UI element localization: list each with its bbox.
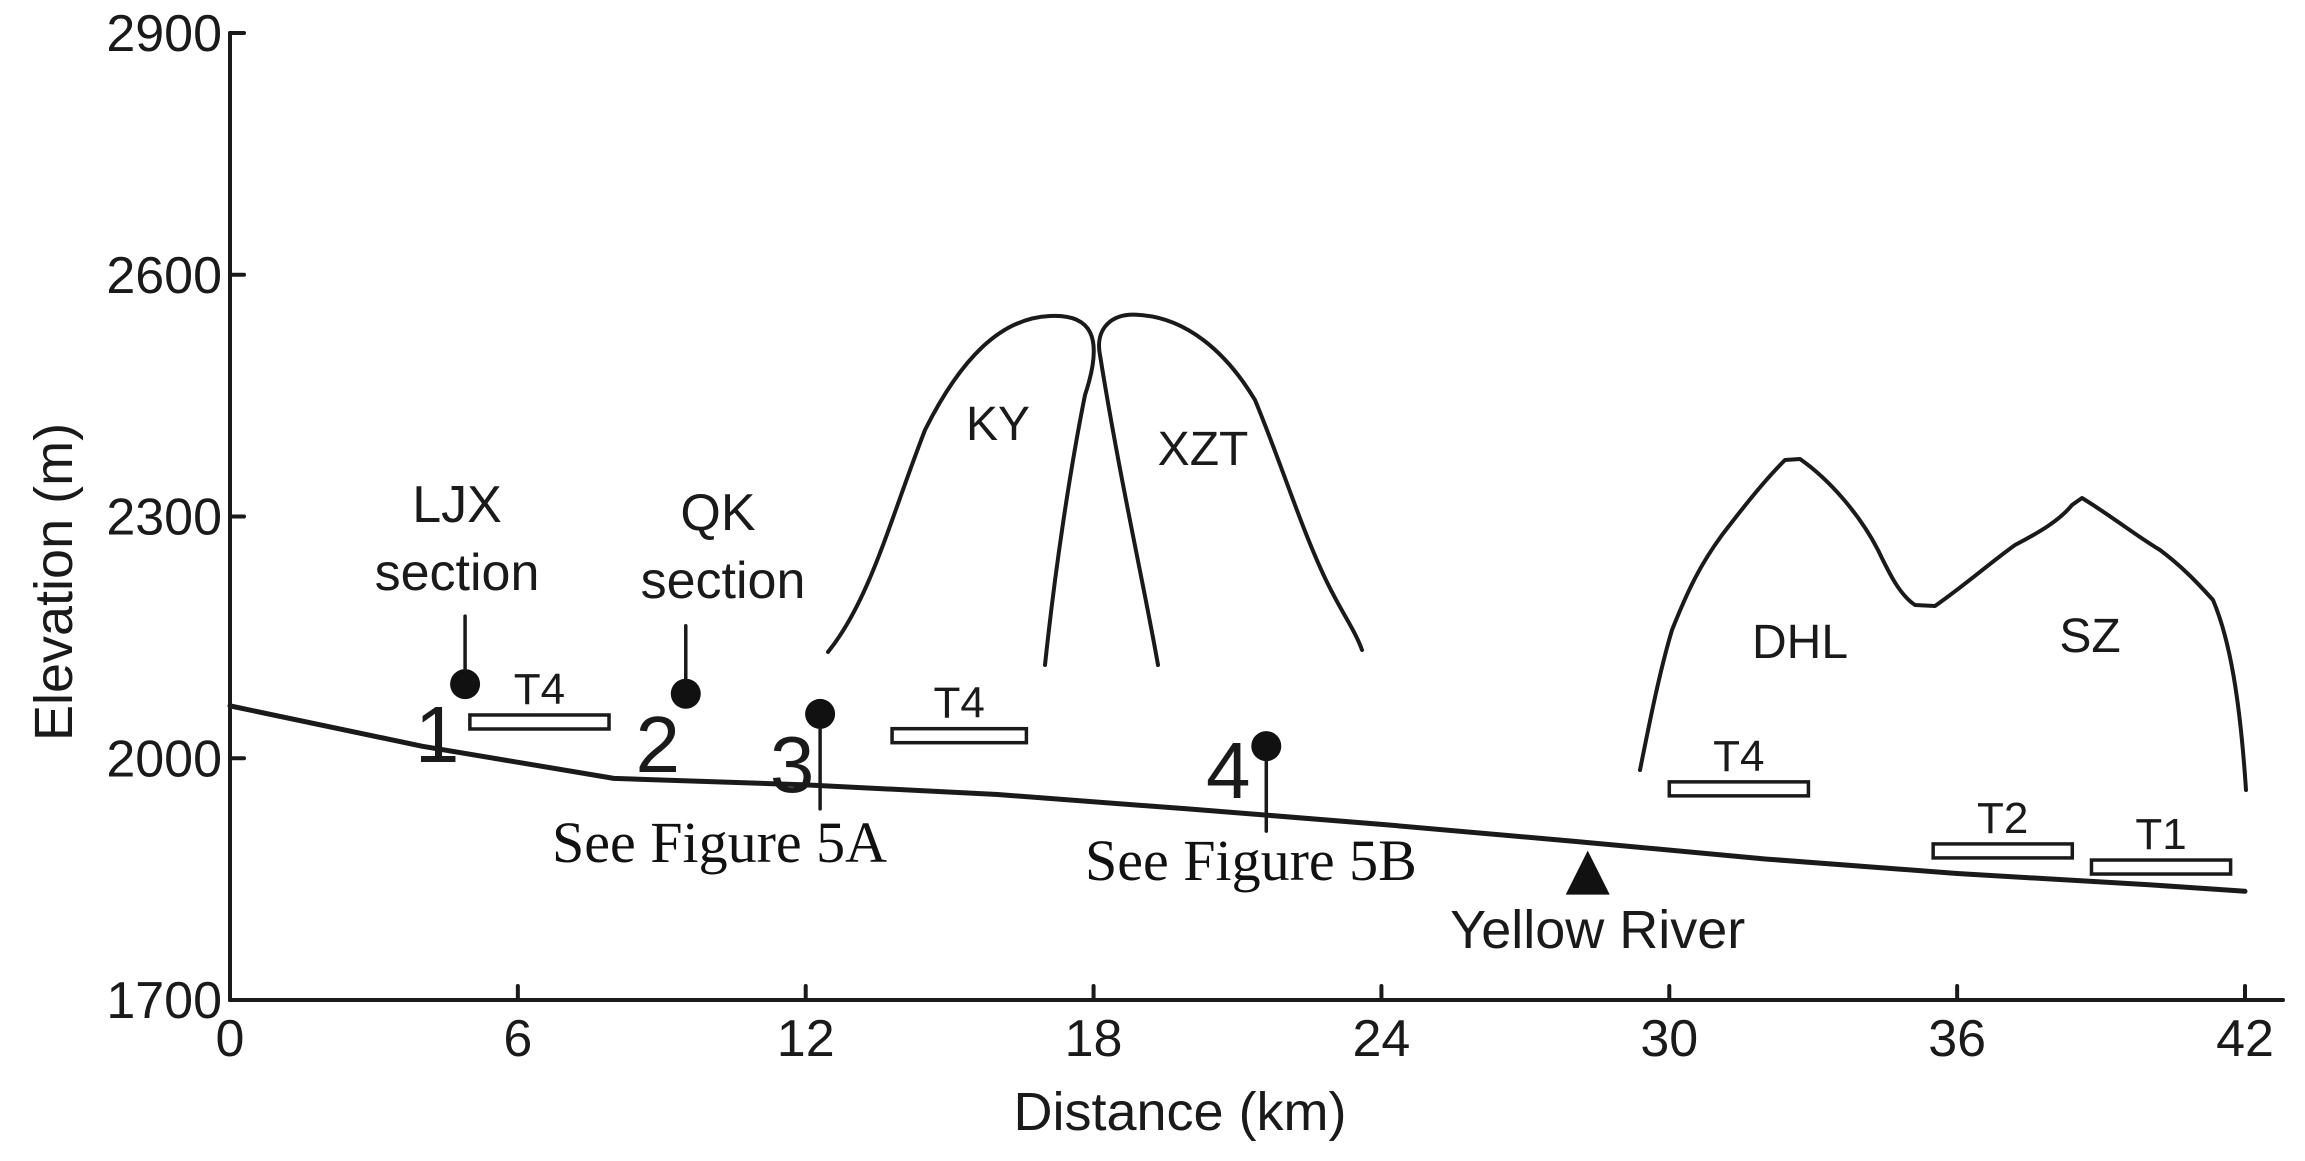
y-tick-group: 1700 2000 2300 2600 2900 bbox=[106, 5, 246, 1030]
x-tick-label: 36 bbox=[1928, 1010, 1986, 1068]
terrace-t1: T1 bbox=[2089, 810, 2233, 876]
site-name-qk-section: section bbox=[641, 552, 806, 610]
site-marker bbox=[1251, 731, 1282, 762]
site-number: 2 bbox=[636, 700, 681, 789]
site-marker bbox=[450, 669, 481, 700]
y-tick-label: 1700 bbox=[106, 972, 222, 1030]
site-name-qk: QK bbox=[680, 484, 755, 542]
mountain-label-xzt: XZT bbox=[1158, 423, 1249, 476]
mountain-outline-dhl-sz bbox=[1638, 457, 2248, 792]
x-tick-label: 24 bbox=[1353, 1010, 1411, 1068]
site-number: 3 bbox=[770, 720, 815, 809]
site-number: 1 bbox=[415, 690, 460, 779]
y-tick-label: 2000 bbox=[106, 730, 222, 788]
x-tick-label: 0 bbox=[216, 1010, 245, 1068]
terrace-bar bbox=[1667, 780, 1811, 798]
x-tick-group: 0 6 12 18 24 30 36 42 bbox=[216, 984, 2274, 1068]
terrace-t4-second: T4 bbox=[890, 679, 1029, 745]
river-label: Yellow River bbox=[1450, 900, 1745, 960]
x-axis-label: Distance (km) bbox=[1013, 1082, 1346, 1142]
terrace-t4-third: T4 bbox=[1667, 732, 1811, 798]
site-4: 4 bbox=[1206, 726, 1282, 833]
x-tick-label: 12 bbox=[777, 1010, 835, 1068]
y-tick-label: 2600 bbox=[106, 247, 222, 305]
site-3: 3 bbox=[770, 698, 836, 811]
figure-ref-5a: See Figure 5A bbox=[552, 810, 887, 875]
terrace-bar bbox=[2089, 858, 2233, 876]
mountain-outline-ky bbox=[826, 313, 1096, 667]
mountain-outline-xzt bbox=[1097, 312, 1364, 667]
terrace-bar bbox=[1931, 842, 2075, 860]
mountain-label-sz: SZ bbox=[2059, 610, 2120, 663]
terrace-bar bbox=[468, 713, 611, 731]
terrace-label: T4 bbox=[514, 665, 565, 714]
x-tick-label: 30 bbox=[1640, 1010, 1698, 1068]
y-tick-label: 2300 bbox=[106, 489, 222, 547]
site-marker bbox=[805, 698, 836, 729]
mountain-label-ky: KY bbox=[966, 398, 1030, 451]
x-tick-label: 18 bbox=[1065, 1010, 1123, 1068]
terrace-label: T1 bbox=[2135, 810, 2186, 859]
x-tick-label: 42 bbox=[2216, 1010, 2274, 1068]
site-2-qk: 2 bbox=[636, 624, 701, 789]
mountain-label-dhl: DHL bbox=[1752, 616, 1848, 669]
site-marker bbox=[670, 678, 701, 709]
y-tick-label: 2900 bbox=[106, 5, 222, 63]
terrace-t4-first: T4 bbox=[468, 665, 611, 731]
site-1-ljx: 1 bbox=[415, 614, 481, 779]
site-name-ljx: LJX bbox=[412, 476, 502, 534]
terrace-bar bbox=[890, 726, 1029, 745]
y-axis-label: Elevation (m) bbox=[24, 423, 84, 741]
terrace-t2: T2 bbox=[1931, 794, 2075, 860]
terrace-label: T4 bbox=[1713, 732, 1764, 781]
site-number: 4 bbox=[1206, 726, 1251, 815]
river-arrow-icon bbox=[1565, 850, 1610, 895]
site-name-ljx-section: section bbox=[375, 544, 540, 602]
x-tick-label: 6 bbox=[503, 1010, 532, 1068]
terrace-label: T4 bbox=[934, 679, 985, 728]
terrace-label: T2 bbox=[1977, 794, 2028, 843]
ground-profile-line bbox=[227, 703, 2248, 894]
figure-ref-5b: See Figure 5B bbox=[1085, 828, 1417, 893]
